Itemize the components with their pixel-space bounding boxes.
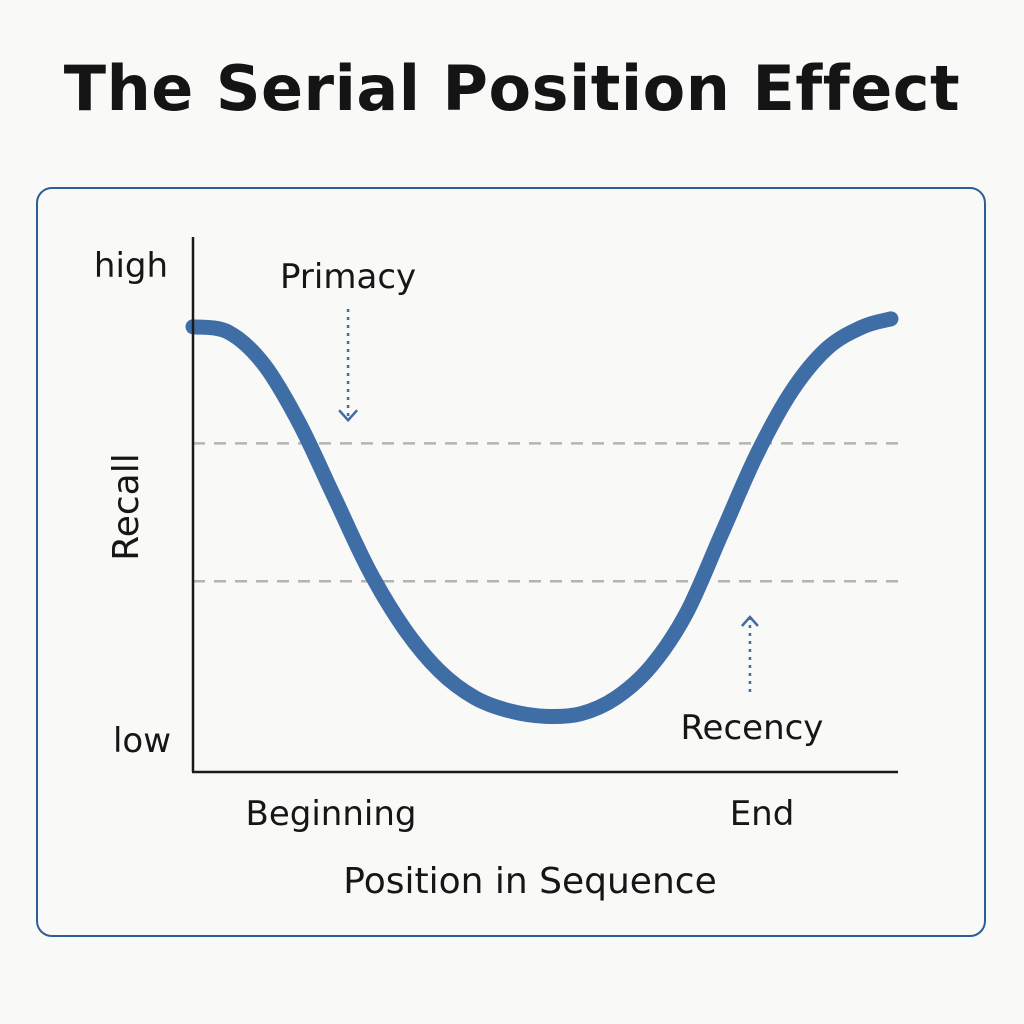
series-line — [185, 311, 899, 725]
annotation-primacy: Primacy — [280, 257, 416, 423]
x-tick-label-end: End — [730, 794, 795, 834]
x-axis-label: Position in Sequence — [343, 861, 716, 902]
primacy-label: Primacy — [280, 257, 416, 297]
recency-label: Recency — [680, 708, 823, 748]
annotation-recency: Recency — [680, 615, 823, 748]
reference-lines — [193, 442, 898, 583]
y-tick-label-high: high — [94, 246, 168, 286]
x-tick-label-beginning: Beginning — [246, 794, 417, 834]
recency-arrow-head — [741, 615, 759, 627]
y-axis-label: Recall — [106, 453, 147, 560]
chart-card: high low Recall Beginning End Position i… — [36, 187, 986, 937]
page-title: The Serial Position Effect — [63, 52, 961, 125]
serial-position-chart: high low Recall Beginning End Position i… — [94, 237, 899, 902]
y-tick-label-low: low — [113, 721, 171, 761]
primacy-arrow-head — [338, 409, 359, 423]
